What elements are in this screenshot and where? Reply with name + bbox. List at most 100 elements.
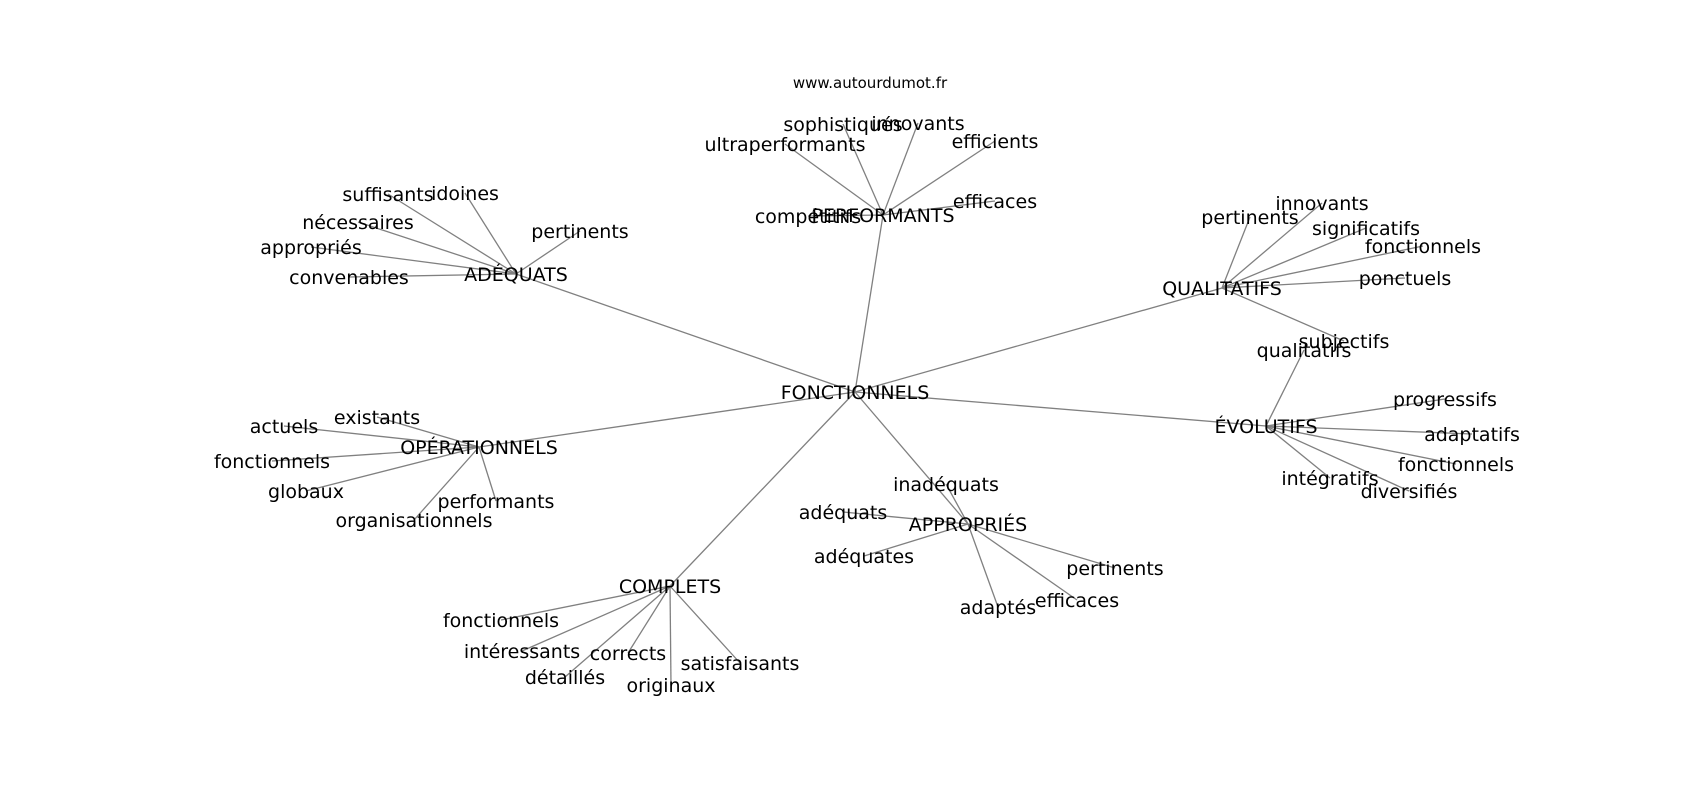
- leaf-node-operationnels: fonctionnels: [214, 451, 330, 473]
- edge-center-qualitatifs: [854, 287, 1223, 393]
- leaf-node-appropries: inadéquats: [893, 474, 999, 496]
- edge-operationnels-leaf: [376, 416, 480, 448]
- leaf-node-evolutifs: qualitatifs: [1257, 340, 1352, 362]
- leaf-node-operationnels: actuels: [250, 416, 318, 438]
- hub-node-evolutifs: ÉVOLUTIFS: [1214, 415, 1317, 438]
- hub-node-qualitatifs: QUALITATIFS: [1162, 278, 1282, 300]
- leaf-node-operationnels: existants: [334, 407, 420, 429]
- edge-complets-leaf: [669, 585, 672, 686]
- hub-node-adequats: ADÉQUATS: [464, 263, 568, 286]
- edge-adequats-leaf: [310, 246, 517, 275]
- leaf-node-operationnels: organisationnels: [336, 510, 493, 532]
- edge-evolutifs-leaf: [1265, 425, 1457, 465]
- edge-appropries-leaf: [842, 511, 969, 525]
- edge-qualitatifs-leaf: [1221, 202, 1323, 289]
- edge-evolutifs-leaf: [1265, 425, 1473, 435]
- edge-complets-leaf: [500, 585, 671, 621]
- edge-appropries-leaf: [967, 523, 999, 608]
- edge-center-complets: [669, 391, 856, 587]
- leaf-node-evolutifs: adaptatifs: [1424, 424, 1520, 446]
- edge-qualitatifs-leaf: [1221, 245, 1424, 289]
- edge-performants-leaf: [784, 143, 884, 216]
- edge-appropries-leaf: [967, 523, 1116, 569]
- edge-adequats-leaf: [348, 273, 517, 278]
- edge-operationnels-leaf: [283, 425, 480, 448]
- center-node-label: FONCTIONNELS: [781, 382, 930, 404]
- edge-center-performants: [854, 214, 884, 393]
- edge-operationnels-leaf: [305, 446, 480, 492]
- leaf-node-performants: compétitifs: [755, 206, 861, 228]
- edge-center-adequats: [515, 273, 856, 393]
- edge-complets-leaf: [564, 585, 671, 678]
- edge-performants-leaf: [882, 122, 919, 216]
- hub-node-performants: PERFORMANTS: [811, 205, 954, 227]
- edge-evolutifs-leaf: [1265, 425, 1410, 492]
- edge-appropries-leaf: [945, 483, 969, 525]
- hub-node-operationnels: OPÉRATIONNELS: [400, 436, 558, 459]
- graph-labels: FONCTIONNELSPERFORMANTSultraperformantss…: [214, 113, 1520, 697]
- leaf-node-qualitatifs: subjectifs: [1299, 331, 1390, 353]
- leaf-node-adequats: pertinents: [531, 221, 628, 243]
- edge-performants-leaf: [882, 140, 996, 216]
- leaf-node-performants: efficients: [952, 131, 1039, 153]
- leaf-node-appropries: efficaces: [1035, 590, 1119, 612]
- edge-adequats-leaf: [357, 221, 517, 275]
- leaf-node-evolutifs: intégratifs: [1281, 468, 1378, 490]
- leaf-node-adequats: suffisants: [342, 184, 433, 206]
- edge-performants-leaf: [807, 214, 884, 217]
- edge-operationnels-leaf: [478, 446, 497, 502]
- leaf-node-appropries: adéquates: [814, 546, 914, 568]
- leaf-node-performants: sophistiqués: [783, 114, 902, 136]
- edge-evolutifs-leaf: [1265, 349, 1305, 427]
- edge-operationnels-leaf: [413, 446, 480, 521]
- leaf-node-qualitatifs: pertinents: [1201, 207, 1298, 229]
- edge-operationnels-leaf: [271, 446, 480, 462]
- leaf-node-appropries: pertinents: [1066, 558, 1163, 580]
- leaf-node-evolutifs: fonctionnels: [1398, 454, 1514, 476]
- edge-complets-leaf: [669, 585, 741, 664]
- graph-edges: [271, 122, 1473, 686]
- leaf-node-appropries: adéquats: [799, 502, 888, 524]
- edge-adequats-leaf: [464, 192, 517, 275]
- leaf-node-adequats: convenables: [289, 267, 409, 289]
- leaf-node-evolutifs: diversifiés: [1361, 481, 1458, 503]
- edge-qualitatifs-leaf: [1221, 216, 1251, 289]
- edge-center-operationnels: [478, 391, 856, 448]
- leaf-node-appropries: adaptés: [960, 597, 1036, 619]
- hub-node-complets: COMPLETS: [619, 576, 721, 598]
- edge-center-appropries: [854, 391, 969, 525]
- edge-performants-leaf: [882, 200, 996, 216]
- leaf-node-qualitatifs: fonctionnels: [1365, 236, 1481, 258]
- leaf-node-complets: originaux: [626, 675, 715, 697]
- edge-complets-leaf: [521, 585, 671, 652]
- leaf-node-adequats: idoines: [431, 183, 499, 205]
- edge-appropries-leaf: [863, 523, 969, 557]
- leaf-node-complets: corrects: [590, 643, 666, 665]
- edge-performants-leaf: [842, 123, 884, 216]
- leaf-node-adequats: nécessaires: [302, 212, 414, 234]
- edge-evolutifs-leaf: [1265, 425, 1331, 479]
- edge-evolutifs-leaf: [1265, 398, 1446, 427]
- edge-adequats-leaf: [387, 193, 517, 275]
- leaf-node-operationnels: performants: [438, 491, 555, 513]
- leaf-node-operationnels: globaux: [268, 481, 344, 503]
- leaf-node-evolutifs: progressifs: [1393, 389, 1497, 411]
- leaf-node-complets: détaillés: [525, 667, 605, 689]
- edge-qualitatifs-leaf: [1221, 227, 1367, 289]
- leaf-node-complets: intéressants: [464, 641, 580, 663]
- leaf-node-performants: ultraperformants: [704, 134, 865, 156]
- leaf-node-qualitatifs: innovants: [1275, 193, 1368, 215]
- leaf-node-qualitatifs: significatifs: [1312, 218, 1420, 240]
- edge-qualitatifs-leaf: [1221, 287, 1345, 342]
- edge-qualitatifs-leaf: [1221, 277, 1406, 289]
- leaf-node-performants: innovants: [871, 113, 964, 135]
- leaf-node-adequats: appropriés: [260, 237, 362, 259]
- source-label: www.autourdumot.fr: [793, 74, 948, 92]
- edge-appropries-leaf: [967, 523, 1078, 601]
- edge-center-evolutifs: [854, 391, 1267, 427]
- leaf-node-performants: efficaces: [953, 191, 1037, 213]
- leaf-node-complets: fonctionnels: [443, 610, 559, 632]
- edge-adequats-leaf: [515, 230, 581, 275]
- edge-complets-leaf: [627, 585, 671, 654]
